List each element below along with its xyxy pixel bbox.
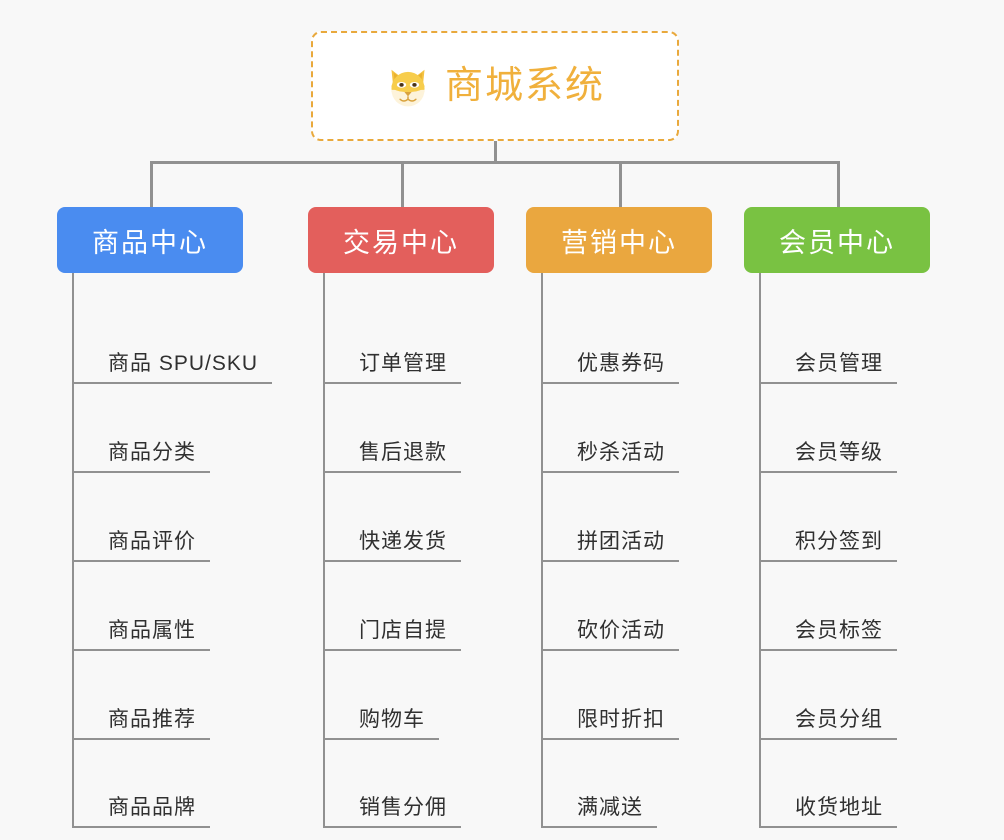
leaf-label: 满减送 (541, 796, 657, 828)
branch-trade-center: 交易中心 订单管理 售后退款 快递发货 门店自提 购物车 销售分佣 (308, 207, 528, 828)
branch-product-center: 商品中心 商品 SPU/SKU 商品分类 商品评价 商品属性 商品推荐 商品品牌 (57, 207, 307, 828)
branch-member-center: 会员中心 会员管理 会员等级 积分签到 会员标签 会员分组 收货地址 (744, 207, 964, 828)
list-item[interactable]: 销售分佣 (323, 740, 528, 828)
leaf-label: 商品评价 (72, 530, 210, 562)
leaf-label: 购物车 (323, 708, 439, 740)
leaf-label: 商品 SPU/SKU (72, 352, 273, 384)
branch-header-label: 营销中心 (561, 227, 677, 258)
leaf-list-marketing-center: 优惠券码 秒杀活动 拼团活动 砍价活动 限时折扣 满减送 (541, 273, 746, 828)
list-item[interactable]: 商品属性 (72, 562, 307, 651)
list-item[interactable]: 商品分类 (72, 384, 307, 473)
list-item[interactable]: 购物车 (323, 651, 528, 740)
list-item[interactable]: 会员标签 (759, 562, 964, 651)
list-item[interactable]: 商品评价 (72, 473, 307, 562)
root-node-shopping-mall-system[interactable]: 商城系统 (311, 31, 679, 141)
leaf-list-product-center: 商品 SPU/SKU 商品分类 商品评价 商品属性 商品推荐 商品品牌 (72, 273, 307, 828)
list-item[interactable]: 会员分组 (759, 651, 964, 740)
connector-root-stem (494, 141, 497, 164)
branch-header-label: 交易中心 (343, 227, 459, 258)
list-item[interactable]: 快递发货 (323, 473, 528, 562)
connector-drop-trade-center (401, 161, 404, 207)
list-item[interactable]: 积分签到 (759, 473, 964, 562)
leaf-label: 砍价活动 (541, 619, 679, 651)
leaf-label: 商品推荐 (72, 708, 210, 740)
leaf-label: 拼团活动 (541, 530, 679, 562)
leaf-list-trade-center: 订单管理 售后退款 快递发货 门店自提 购物车 销售分佣 (323, 273, 528, 828)
list-item[interactable]: 会员等级 (759, 384, 964, 473)
list-item[interactable]: 商品品牌 (72, 740, 307, 828)
branch-header-label: 商品中心 (92, 227, 208, 258)
list-item[interactable]: 商品 SPU/SKU (72, 295, 307, 384)
list-item[interactable]: 拼团活动 (541, 473, 746, 562)
list-item[interactable]: 订单管理 (323, 295, 528, 384)
branch-marketing-center: 营销中心 优惠券码 秒杀活动 拼团活动 砍价活动 限时折扣 满减送 (526, 207, 746, 828)
leaf-label: 售后退款 (323, 441, 461, 473)
connector-drop-product-center (150, 161, 153, 207)
list-item[interactable]: 商品推荐 (72, 651, 307, 740)
leaf-label: 会员分组 (759, 708, 897, 740)
branch-header-member-center[interactable]: 会员中心 (744, 207, 930, 273)
list-item[interactable]: 秒杀活动 (541, 384, 746, 473)
leaf-label: 订单管理 (323, 352, 461, 384)
list-item[interactable]: 满减送 (541, 740, 746, 828)
connector-drop-marketing-center (619, 161, 622, 207)
list-item[interactable]: 门店自提 (323, 562, 528, 651)
branch-header-marketing-center[interactable]: 营销中心 (526, 207, 712, 273)
list-item[interactable]: 会员管理 (759, 295, 964, 384)
leaf-label: 门店自提 (323, 619, 461, 651)
leaf-label: 快递发货 (323, 530, 461, 562)
leaf-label: 商品属性 (72, 619, 210, 651)
list-item[interactable]: 优惠券码 (541, 295, 746, 384)
leaf-label: 会员管理 (759, 352, 897, 384)
root-node-title: 商城系统 (444, 65, 605, 107)
list-item[interactable]: 收货地址 (759, 740, 964, 828)
leaf-label: 积分签到 (759, 530, 897, 562)
branch-header-product-center[interactable]: 商品中心 (57, 207, 243, 273)
connector-horizontal-bus (150, 161, 840, 164)
leaf-label: 商品分类 (72, 441, 210, 473)
list-item[interactable]: 砍价活动 (541, 562, 746, 651)
leaf-label: 收货地址 (759, 796, 897, 828)
branch-header-label: 会员中心 (779, 227, 895, 258)
leaf-label: 限时折扣 (541, 708, 679, 740)
connector-drop-member-center (837, 161, 840, 207)
list-item[interactable]: 限时折扣 (541, 651, 746, 740)
leaf-list-member-center: 会员管理 会员等级 积分签到 会员标签 会员分组 收货地址 (759, 273, 964, 828)
leaf-label: 销售分佣 (323, 796, 461, 828)
list-item[interactable]: 售后退款 (323, 384, 528, 473)
leaf-label: 优惠券码 (541, 352, 679, 384)
leaf-label: 会员等级 (759, 441, 897, 473)
leaf-label: 秒杀活动 (541, 441, 679, 473)
branch-header-trade-center[interactable]: 交易中心 (308, 207, 494, 273)
dog-face-icon (385, 64, 431, 110)
leaf-label: 商品品牌 (72, 796, 210, 828)
leaf-label: 会员标签 (759, 619, 897, 651)
